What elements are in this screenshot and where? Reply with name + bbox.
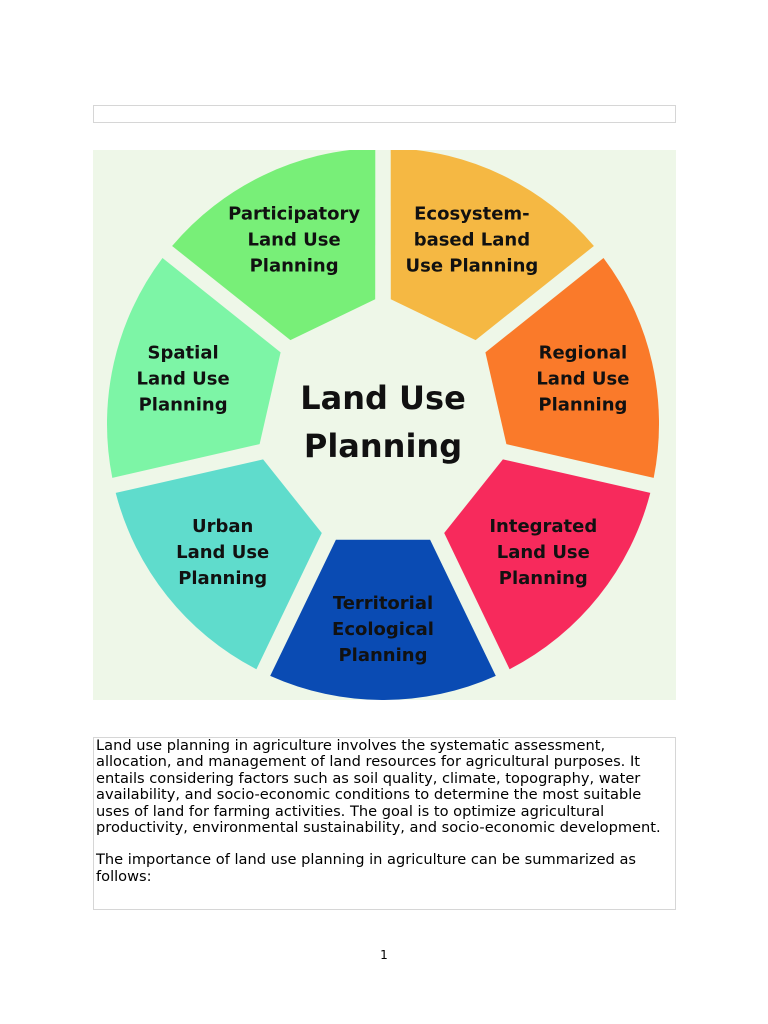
segment-label-line: Land Use (536, 368, 629, 389)
segment-label-line: Land Use (176, 542, 269, 563)
segment-label-line: Planning (499, 568, 588, 589)
page-number: 1 (380, 948, 388, 962)
segment-2 (485, 258, 660, 478)
segment-label-line: based Land (414, 229, 530, 250)
segment-label-line: Ecological (332, 619, 434, 640)
segment-4 (270, 539, 496, 700)
segment-label-line: Planning (338, 645, 427, 666)
segment-label-line: Planning (139, 394, 228, 415)
segment-label-line: Territorial (333, 593, 433, 614)
segment-label-line: Planning (178, 568, 267, 589)
segment-label-line: Use Planning (405, 255, 538, 276)
segment-label-line: Regional (539, 342, 628, 363)
segment-5 (115, 459, 322, 670)
body-paragraph-1: Land use planning in agriculture involve… (96, 737, 661, 837)
segment-7 (172, 150, 376, 341)
center-title-line-2: Planning (304, 427, 462, 465)
segment-label-line: Land Use (497, 542, 590, 563)
segment-label-line: Planning (250, 255, 339, 276)
empty-header-box (93, 105, 676, 123)
segment-label-line: Integrated (489, 516, 597, 537)
segment-1 (390, 150, 594, 341)
body-paragraph-2: The importance of land use planning in a… (96, 851, 636, 885)
segment-6 (106, 258, 281, 478)
segment-label-line: Planning (538, 394, 627, 415)
body-text-box: Land use planning in agriculture involve… (93, 737, 676, 910)
segment-label-line: Urban (192, 516, 253, 537)
segment-label-line: Land Use (137, 368, 230, 389)
segment-label-line: Land Use (248, 229, 341, 250)
segment-label-line: Participatory (228, 203, 360, 224)
center-title-line-1: Land Use (300, 379, 466, 417)
segment-label-line: Spatial (148, 342, 219, 363)
segment-label-line: Ecosystem- (414, 203, 530, 224)
segment-3 (444, 459, 651, 670)
